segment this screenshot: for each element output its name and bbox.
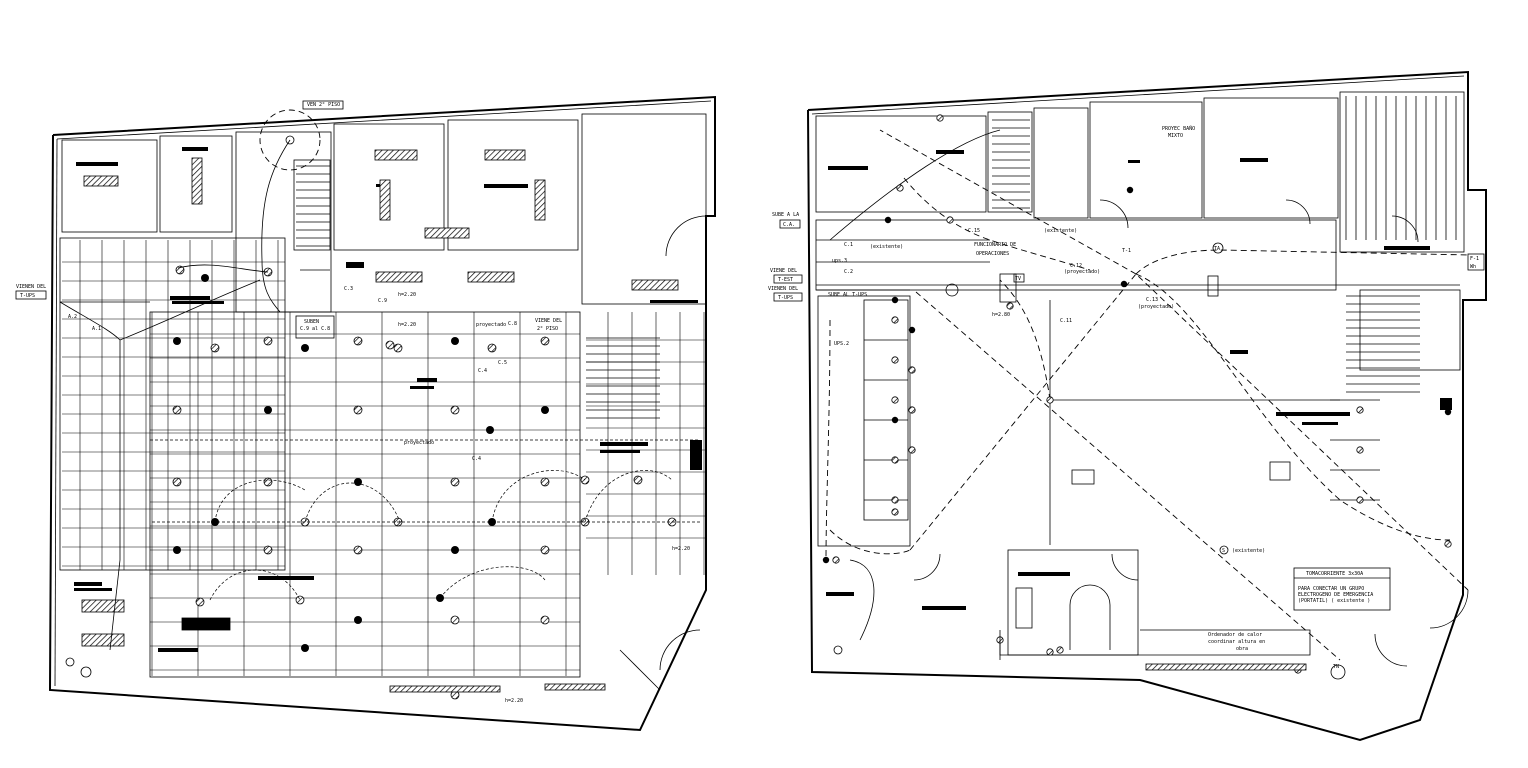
label-c2: C.2	[844, 269, 853, 275]
label-tn: TN	[1333, 664, 1339, 670]
label-ups2: UPS.2	[834, 341, 849, 347]
label-ordenador-3: obra	[1236, 646, 1248, 652]
label-height-1: h=2.20	[398, 322, 416, 328]
label-circ-a2: A.2	[68, 314, 77, 320]
label-projected: proyectado	[404, 440, 434, 446]
label-circ-c4b: C.4	[472, 456, 481, 462]
note-line-1: PARA CONECTAR UN GRUPO	[1298, 586, 1364, 592]
label-incoming-1-box: T-EST	[778, 277, 793, 283]
label-ordenador-2: coordinar altura en	[1208, 639, 1265, 645]
right-floor-plan: TOMACORRIENTE 3x30A PARA CONECTAR UN GRU…	[768, 70, 1487, 742]
label-rise-box: C.A.	[783, 222, 795, 228]
label-note-sub-2: C.9 al C.8	[300, 326, 330, 332]
label-circ-c4: C.4	[478, 368, 487, 374]
label-c13: C.13	[1146, 297, 1158, 303]
label-height: h=2.80	[992, 312, 1010, 318]
label-c15: C.15	[968, 228, 980, 234]
label-c12: C.12	[1070, 263, 1082, 269]
label-existing-2: (existente)	[870, 244, 903, 250]
label-wh: Wh	[1470, 264, 1476, 270]
label-officials-1: FUNCIONARIO DE	[974, 242, 1016, 248]
label-incoming-2: VIENEN DEL	[768, 286, 798, 292]
label-circ-c9: C.9	[378, 298, 387, 304]
label-incoming-box: T-UPS	[20, 293, 35, 299]
label-existing-3: (existente)	[1232, 548, 1265, 554]
label-c1: C.1	[844, 242, 853, 248]
label-existing: (existente)	[1044, 228, 1077, 234]
label-circ-a1: A.1	[92, 326, 101, 332]
label-f1: F-1	[1470, 256, 1479, 262]
label-height-2: h=2.20	[398, 292, 416, 298]
label-tv: TV	[1015, 276, 1021, 282]
light-fixtures-left	[172, 265, 677, 700]
label-rise-to: SUBE A LA	[772, 212, 799, 218]
label-proj-bath-2: MIXTO	[1168, 133, 1183, 139]
label-ups3: ups.3	[832, 258, 847, 264]
label-projected: (proyectado)	[1064, 269, 1100, 275]
note-header: TOMACORRIENTE 3x30A	[1306, 571, 1363, 577]
label-incoming: VIENEN DEL	[16, 284, 46, 290]
label-from-floor-2: VIENE DEL	[535, 318, 562, 324]
label-proj-bath: PROYEC BAÑO	[1162, 125, 1195, 132]
label-from-floor: VEN 2° PISO	[307, 102, 340, 108]
label-c11: C.11	[1060, 318, 1072, 324]
label-rise-tups: SUBE AL T-UPS	[828, 292, 867, 298]
label-incoming-1: VIENE DEL	[770, 268, 797, 274]
label-officials-2: OPERACIONES	[976, 251, 1009, 257]
label-note-sub: SUBEN	[304, 319, 319, 325]
left-floor-plan: VEN 2° PISO VIENEN DEL T-UPS proyectado …	[15, 95, 716, 732]
label-height-3: h=2.20	[505, 698, 523, 704]
label-t1: T-1	[1122, 248, 1131, 254]
note-line-2: ELECTROGENO DE EMERGENCIA	[1298, 592, 1373, 598]
label-circ-c5: C.5	[498, 360, 507, 366]
label-circ-c8: C.8	[508, 321, 517, 327]
label-s: S	[1222, 548, 1225, 554]
label-ta: TA	[1214, 246, 1220, 252]
label-projected-2: (proyectado)	[1138, 304, 1174, 310]
label-circ-c3: C.3	[344, 286, 353, 292]
ceiling-grid-left	[62, 240, 706, 676]
label-from-floor-2b: 2° PISO	[537, 326, 558, 332]
note-line-3: (PORTATIL) ( existente )	[1298, 598, 1370, 604]
label-ordenador-1: Ordenador de calor	[1208, 632, 1262, 638]
label-dim: h=2.20	[672, 546, 690, 552]
label-incoming-2-box: T-UPS	[778, 295, 793, 301]
label-projected-2: proyectado	[476, 322, 506, 328]
